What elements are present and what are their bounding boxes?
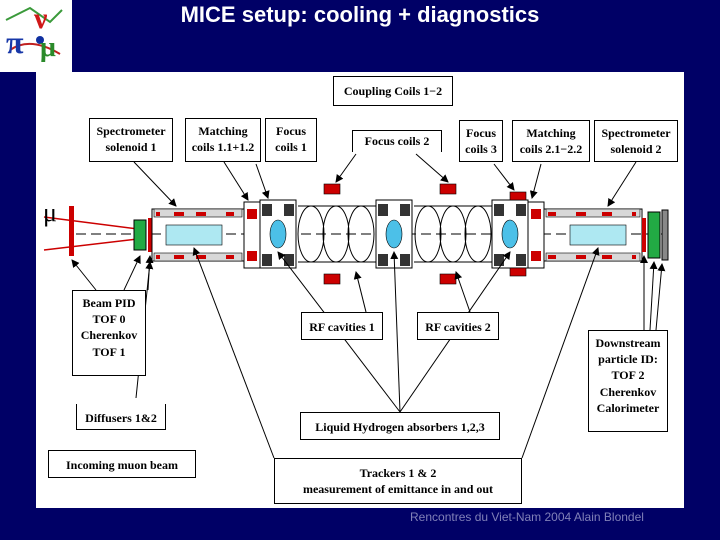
label-coupling-coils: Coupling Coils 1−2 <box>333 76 453 106</box>
label-matching-coils-1: Matching coils 1.1+1.2 <box>185 118 261 162</box>
tof0-plate <box>69 206 74 256</box>
slide-title: MICE setup: cooling + diagnostics <box>180 2 540 27</box>
label-incoming-beam: Incoming muon beam <box>48 450 196 478</box>
tracker-2 <box>569 224 627 246</box>
calorimeter <box>661 209 669 261</box>
beamline-drawing <box>43 153 669 459</box>
beam-ray-upper <box>43 216 147 231</box>
label-focus-coils-1: Focus coils 1 <box>265 118 317 162</box>
footer-credit: Rencontres du Viet-Nam 2004 Alain Blonde… <box>410 510 644 524</box>
tracker-1 <box>165 224 223 246</box>
tof1-plate <box>148 218 152 252</box>
label-rf-cavities-2: RF cavities 2 <box>417 312 499 340</box>
nu-pi-mu-logo: ν π μ <box>0 0 72 72</box>
label-absorbers: Liquid Hydrogen absorbers 1,2,3 <box>300 412 500 440</box>
label-focus-coils-3: Focus coils 3 <box>459 120 503 162</box>
label-spectrometer-2: Spectrometer solenoid 2 <box>594 120 678 162</box>
label-downstream-pid: Downstream particle ID: TOF 2 Cherenkov … <box>588 330 668 432</box>
label-spectrometer-1: Spectrometer solenoid 1 <box>89 118 173 162</box>
absorber-2 <box>385 219 403 249</box>
label-diffusers: Diffusers 1&2 <box>76 404 166 430</box>
cherenkov-1 <box>133 219 147 251</box>
rf-cavities-2-shapes <box>414 205 492 263</box>
absorber-3 <box>501 219 519 249</box>
label-beam-pid: Beam PID TOF 0 Cherenkov TOF 1 <box>72 290 146 376</box>
rf-cavities-1-shapes <box>297 205 376 263</box>
cherenkov-2 <box>647 211 661 259</box>
logo-pi: π <box>6 24 24 60</box>
label-focus-coils-2: Focus coils 2 <box>352 130 442 152</box>
mice-diagram: μ Coupling Coils 1−2 Spectrometer soleno… <box>36 72 684 508</box>
logo-graphic <box>5 6 63 55</box>
logo-nu: ν <box>34 2 48 35</box>
label-trackers: Trackers 1 & 2 measurement of emittance … <box>274 458 522 504</box>
absorber-1 <box>269 219 287 249</box>
muon-symbol: μ <box>43 198 57 227</box>
coil-markers <box>323 183 527 285</box>
label-rf-cavities-1: RF cavities 1 <box>301 312 383 340</box>
tof2-plate <box>642 218 646 252</box>
label-matching-coils-2: Matching coils 2.1−2.2 <box>512 120 590 162</box>
logo-mu: μ <box>40 32 56 63</box>
beam-ray-lower <box>43 237 147 251</box>
